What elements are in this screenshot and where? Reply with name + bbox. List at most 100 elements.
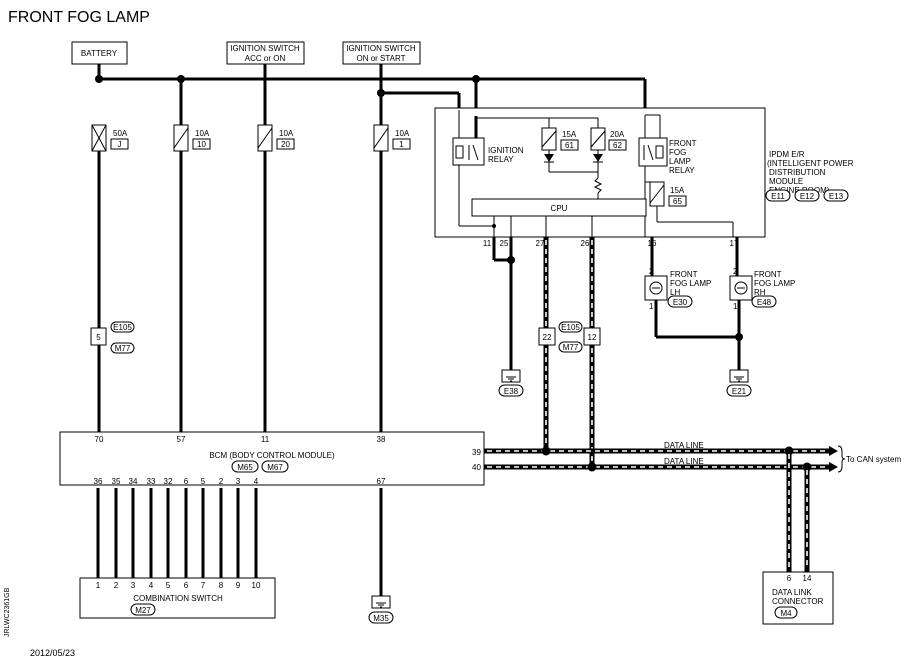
combo-pin-4: 4 [149,581,154,590]
connector-m65-badge [231,460,259,473]
connector-m4: M4 [780,609,792,618]
ipdm-label-3: DISTRIBUTION [769,168,826,177]
cpu-label: CPU [551,204,568,213]
fog-rh-label-3: RH [754,288,766,297]
combination-switch-pins: 1 2 3 4 5 6 7 8 9 10 [96,581,261,590]
cpu-box [471,198,647,217]
bcm-pin-33: 33 [147,477,156,486]
ipdm-pin-25: 25 [500,239,509,248]
connector-m35: M35 [373,614,389,623]
bcm-top-pins: 70 57 11 38 [95,435,386,444]
dlc-label-1: DATA LINK [772,588,812,597]
ignition-acc-on-label-2: ACC or ON [245,54,286,63]
data-line-label-1: DATA LINE [664,441,704,450]
ground-e21: E21 [726,369,752,397]
fog-relay-label-2: FOG [669,148,686,157]
combination-switch-box [79,577,276,619]
connector-e105-b: E105 [561,323,580,332]
ignition-acc-on-label-1: IGNITION SWITCH [230,44,300,53]
combo-pin-3: 3 [131,581,136,590]
ign-start-branch [377,89,461,110]
ignition-relay-label-2: RELAY [488,155,514,164]
fog-lh-label-3: LH [670,288,680,297]
bcm-pin-6: 6 [184,477,189,486]
fuse-10a-10-id: 10 [197,140,206,149]
ipdm-internal-cpu-wires [458,165,734,237]
footer-date: 2012/05/23 [30,648,75,658]
bcm-pin-3: 3 [236,477,241,486]
front-fog-lamp-rh: 2 1 FRONT FOG LAMP RH E48 [729,237,795,311]
connector-m67-badge [261,460,289,473]
connector-m27-badge [130,603,156,616]
ipdm-pin-11: 11 [483,239,492,248]
data-link-connector-box [762,571,834,625]
ipdm-pin-27: 27 [536,239,545,248]
ipdm-pin-numbers: 11 25 27 26 16 17 [483,239,739,248]
inline-connector-22-12: 22 12 E105 M77 [538,321,601,353]
fog-lamp-ground-wiring [654,300,743,372]
bcm-pin-32: 32 [164,477,173,486]
combination-switch-label: COMBINATION SWITCH [133,594,223,603]
connector-e13: E13 [829,192,844,201]
fog-lh-label-1: FRONT [670,270,698,279]
fuse-20a-62: 20A 62 [590,118,627,163]
dlc-label-2: CONNECTOR [772,597,824,606]
fuse-20a-62-amps: 20A [610,130,625,139]
combo-pin-1: 1 [96,581,101,590]
ignition-relay: IGNITION RELAY [452,110,524,166]
bcm-pin-35: 35 [112,477,121,486]
fog-rh-label-1: FRONT [754,270,782,279]
inline-pin-12: 12 [588,333,597,342]
ipdm-pin-26: 26 [581,239,590,248]
connector-e48: E48 [757,298,772,307]
fuse-15a-65-id: 65 [673,197,682,206]
bcm-pin-2: 2 [219,477,224,486]
ipdm-label-1: IPDM E/R [769,150,805,159]
fuse-50a-amps: 50A [113,129,128,138]
ground-e38: E38 [498,369,524,397]
connector-m77-a: M77 [115,344,131,353]
ipdm-connectors: E11 E12 E13 [765,189,849,202]
connector-m67: M67 [267,463,283,472]
bcm-pin-39: 39 [472,448,481,457]
fuse-50a-id: J [118,140,122,149]
bcm-pin-4: 4 [254,477,259,486]
combo-pin-10: 10 [252,581,261,590]
bcm-bottom-pins: 36 35 34 33 32 6 5 2 3 4 [94,477,259,486]
fog-lh-pin-2: 2 [649,267,654,276]
fuse-10a-20: 10A 20 [257,124,295,152]
connector-m4-badge [774,606,798,619]
connector-m27: M27 [135,606,151,615]
fuse-15a-61: 15A 61 [541,118,579,163]
ground-m35: M35 [368,595,394,624]
bcm-pin-5: 5 [201,477,206,486]
fuse-20a-62-id: 62 [613,141,622,150]
connector-m77-b: M77 [563,343,579,352]
can-data-line-39 [484,446,838,456]
fog-rh-pin-1: 1 [733,302,738,311]
fuse-10a-1-amps: 10A [395,129,410,138]
connector-e12: E12 [800,192,815,201]
bcm-pin-67: 67 [377,477,386,486]
fog-relay-label-4: RELAY [669,166,695,175]
to-can-system-label: To CAN system [846,455,901,464]
can-brace [837,445,846,473]
fuse-10a-20-amps: 10A [279,129,294,138]
ipdm-label-2: (INTELLIGENT POWER [767,159,854,168]
ipdm-pin-17: 17 [730,239,739,248]
combo-pin-6: 6 [184,581,189,590]
fog-lh-pin-1: 1 [649,302,654,311]
connector-m65: M65 [237,463,253,472]
fuse-10a-1-id: 1 [399,140,404,149]
fuse-15a-61-amps: 15A [562,130,577,139]
connector-e21: E21 [732,387,747,396]
connector-e105-a: E105 [113,323,132,332]
bcm-combo-switch-wires [96,488,258,578]
fuse-15a-61-id: 61 [565,141,574,150]
ipdm-box [434,107,766,238]
bcm-pin-38: 38 [377,435,386,444]
bcm-pin-57: 57 [177,435,186,444]
fuse-50a: 50A J [91,124,129,152]
inline-pin-5: 5 [96,333,101,342]
